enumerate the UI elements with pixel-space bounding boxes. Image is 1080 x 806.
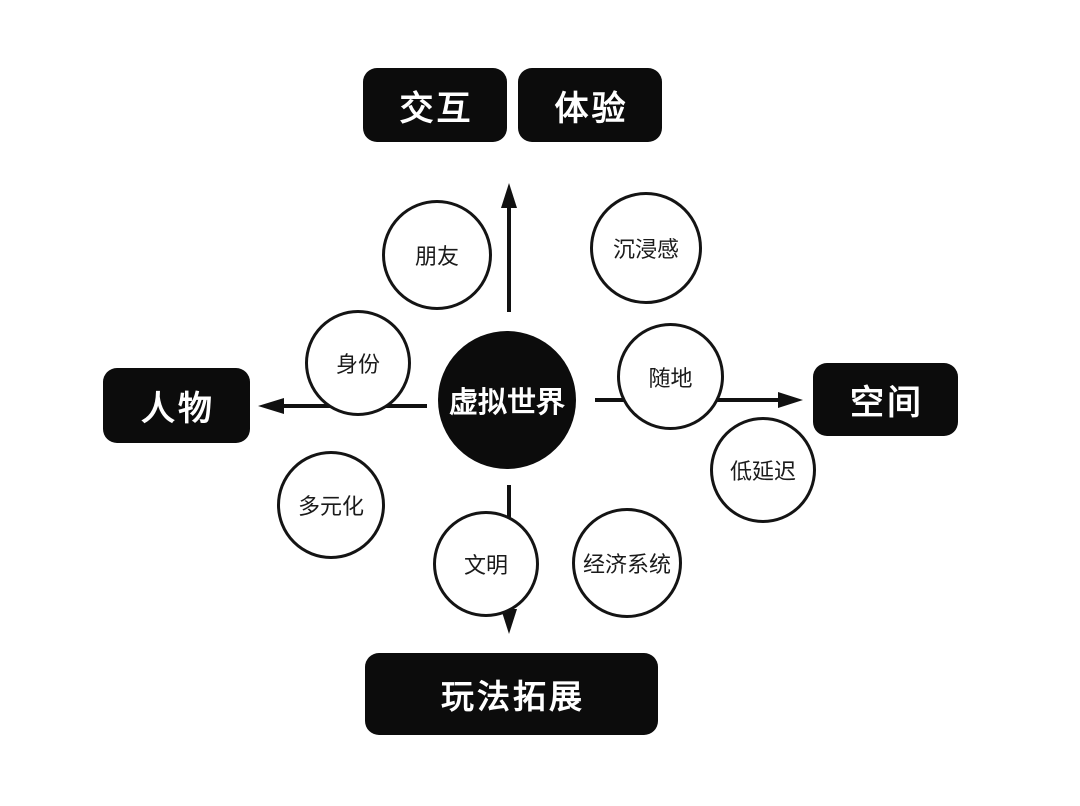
node-space: 空间 [813,363,958,436]
node-interaction: 交互 [363,68,507,142]
bubble-identity: 身份 [305,310,411,416]
bubble-friends: 朋友 [382,200,492,310]
node-character: 人物 [103,368,250,443]
bubble-diversification: 多元化 [277,451,385,559]
arrow-up [501,183,517,312]
node-gameplay-expansion: 玩法拓展 [365,653,658,735]
bubble-civilization: 文明 [433,511,539,617]
node-experience: 体验 [518,68,662,142]
node-virtual-world: 虚拟世界 [438,331,576,469]
bubble-immersion: 沉浸感 [590,192,702,304]
bubble-low-latency: 低延迟 [710,417,816,523]
bubble-economic-system: 经济系统 [572,508,682,618]
bubble-anywhere: 随地 [617,323,724,430]
